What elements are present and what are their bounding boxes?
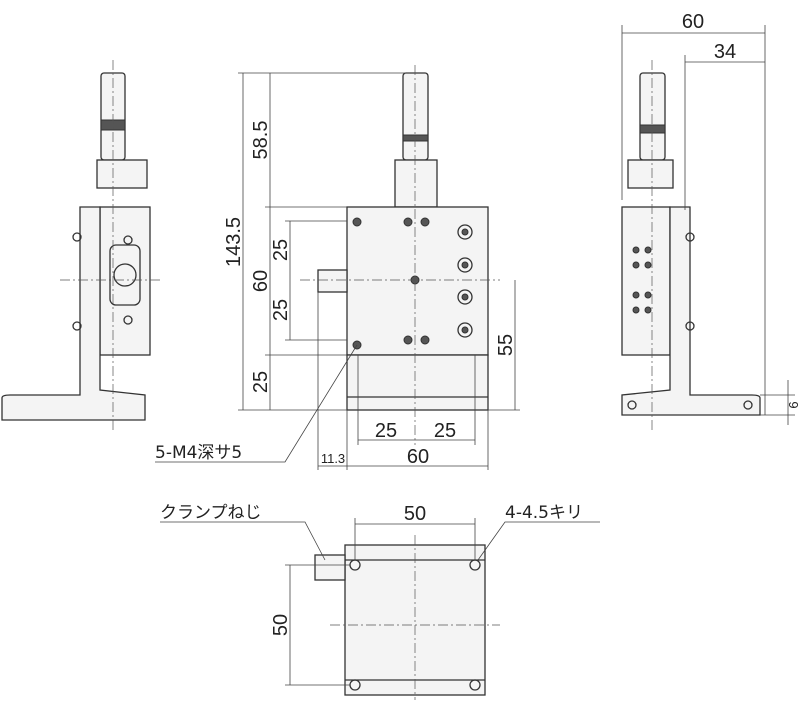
dim-base-height: 25 — [250, 371, 272, 393]
clamp-screw-bottom — [314, 554, 346, 581]
counterbored-holes — [457, 224, 473, 338]
clamp-screw — [317, 269, 348, 293]
dim-bottom-pitch-v: 50 — [270, 614, 292, 636]
dim-overall-height: 143.5 — [223, 217, 245, 267]
stage-base — [346, 354, 489, 411]
dim-base-thickness: 6 — [786, 401, 800, 408]
dim-hole-pitch-left: 25 — [375, 420, 397, 442]
micrometer-holder — [394, 159, 438, 208]
dim-table-size-v: 60 — [250, 270, 272, 292]
clamp-knob — [113, 263, 137, 287]
dim-hole-pitch-upper: 25 — [270, 239, 292, 261]
dim-hole-pitch-right: 25 — [434, 420, 456, 442]
label-through-holes: 4-4.5キリ — [505, 503, 583, 523]
dim-center-height: 55 — [495, 334, 517, 356]
dim-hole-pitch-lower: 25 — [270, 299, 292, 321]
front-view — [300, 65, 500, 445]
l-bracket — [1, 206, 146, 421]
micrometer — [402, 72, 429, 161]
dim-offset: 11.3 — [321, 451, 345, 466]
micrometer-holder — [96, 159, 148, 189]
right-side-view: 60 34 6 — [621, 11, 800, 430]
dim-bottom-pitch-h: 50 — [404, 503, 426, 525]
bottom-view: 50 50 クランプねじ 4-4.5キリ — [160, 503, 600, 700]
left-side-view — [1, 60, 160, 430]
dim-table-width: 60 — [407, 446, 429, 468]
dim-side-width: 60 — [682, 11, 704, 33]
dim-side-offset: 34 — [714, 41, 736, 63]
dim-micrometer-height: 58.5 — [250, 121, 272, 160]
label-clamp-screw: クランプねじ — [160, 503, 262, 523]
label-tapped-holes: 5-M4深サ5 — [155, 443, 242, 463]
front-dimensions: 143.5 58.5 60 25 25 25 55 25 25 60 11.3 … — [155, 72, 520, 470]
